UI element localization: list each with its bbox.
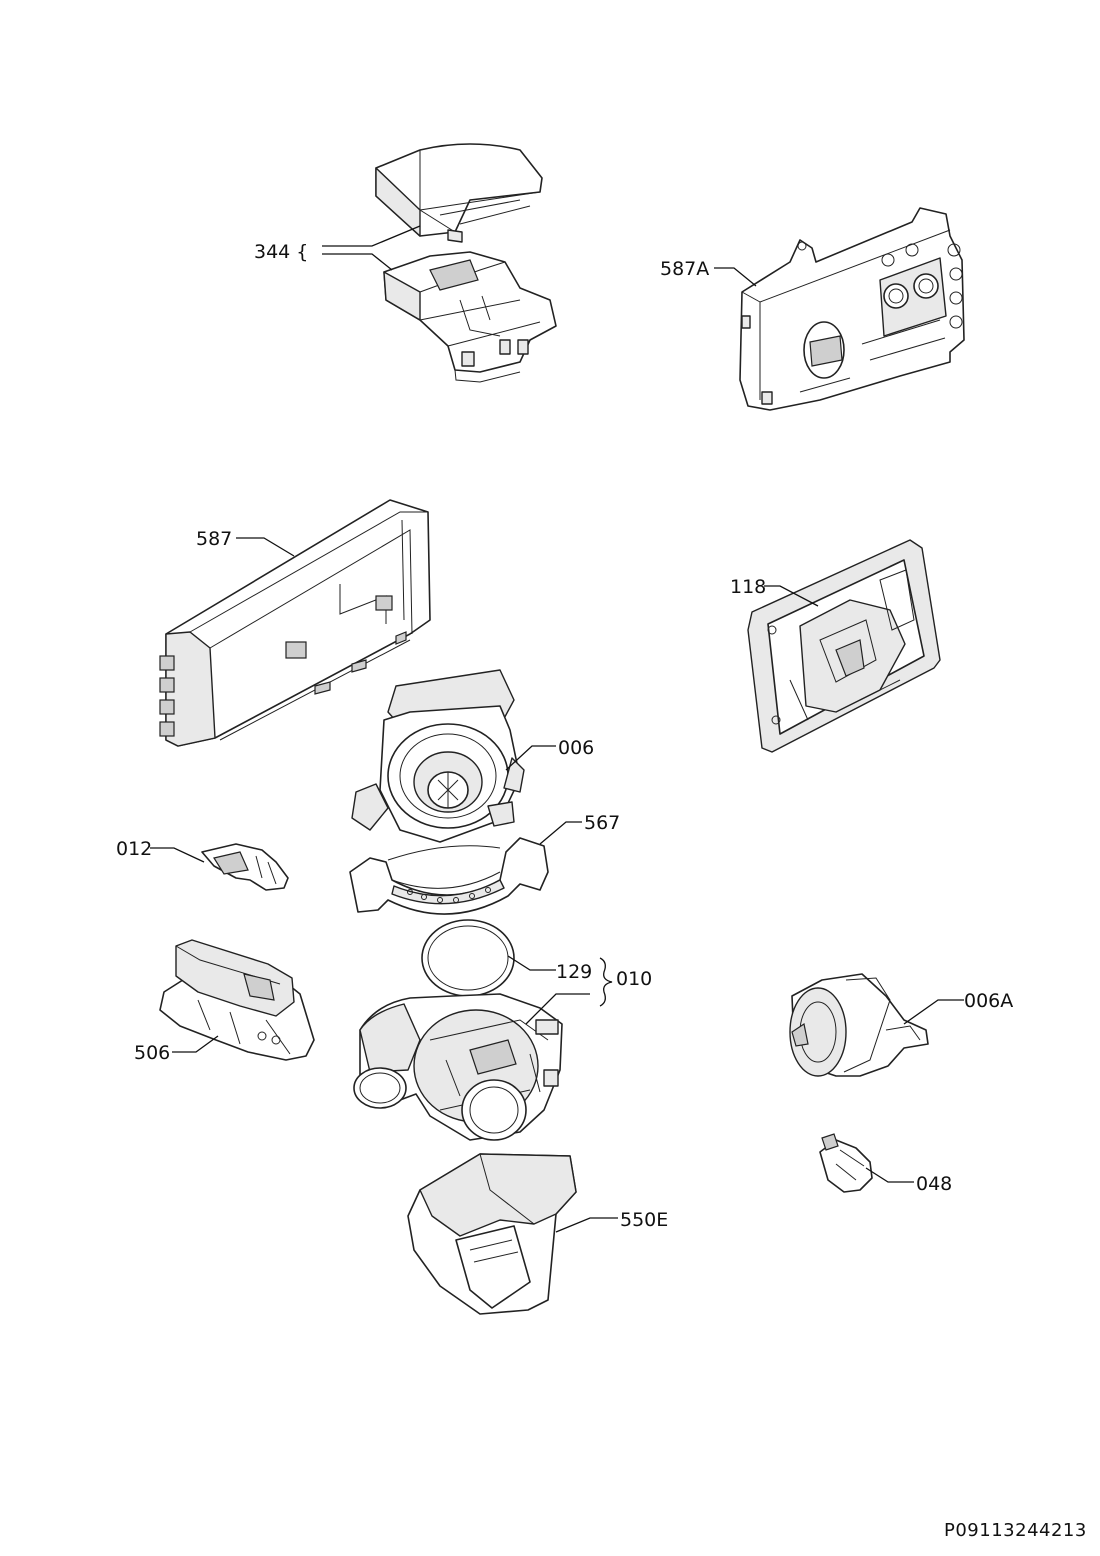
part-567-fixing-ring[interactable]: [349, 837, 549, 915]
callout-550E: 550E: [620, 1209, 668, 1231]
callout-006: 006: [558, 737, 594, 759]
callout-587: 587: [196, 528, 232, 550]
callout-506: 506: [134, 1042, 170, 1064]
part-506-base[interactable]: [159, 939, 315, 1061]
callout-006A: 006A: [964, 990, 1013, 1012]
part-587-electronic-board[interactable]: [159, 499, 431, 747]
part-006-pump-top[interactable]: [351, 669, 525, 843]
part-587A-control-module[interactable]: [739, 207, 965, 411]
part-012-sensor[interactable]: [201, 843, 289, 891]
part-118-frame[interactable]: [747, 539, 941, 753]
part-048-pressure-switch[interactable]: [819, 1133, 873, 1193]
callout-587A: 587A: [660, 258, 709, 280]
callout-010: 010: [616, 968, 652, 990]
callout-118: 118: [730, 576, 766, 598]
callout-344: 344 {: [254, 241, 308, 263]
part-006A-drain-pump[interactable]: [789, 973, 929, 1077]
part-550E-cover[interactable]: [407, 1153, 577, 1315]
callout-012: 012: [116, 838, 152, 860]
callout-048: 048: [916, 1173, 952, 1195]
brace-010: [599, 957, 613, 1007]
part-010-heat-pump[interactable]: [353, 993, 563, 1141]
reference-code: P09113244213: [944, 1520, 1087, 1541]
callout-129: 129: [556, 961, 592, 983]
part-129-seal-ring[interactable]: [421, 919, 515, 997]
part-344-dispenser-unit[interactable]: [383, 251, 557, 383]
callout-567: 567: [584, 812, 620, 834]
part-344-dispenser-cover[interactable]: [375, 143, 543, 243]
